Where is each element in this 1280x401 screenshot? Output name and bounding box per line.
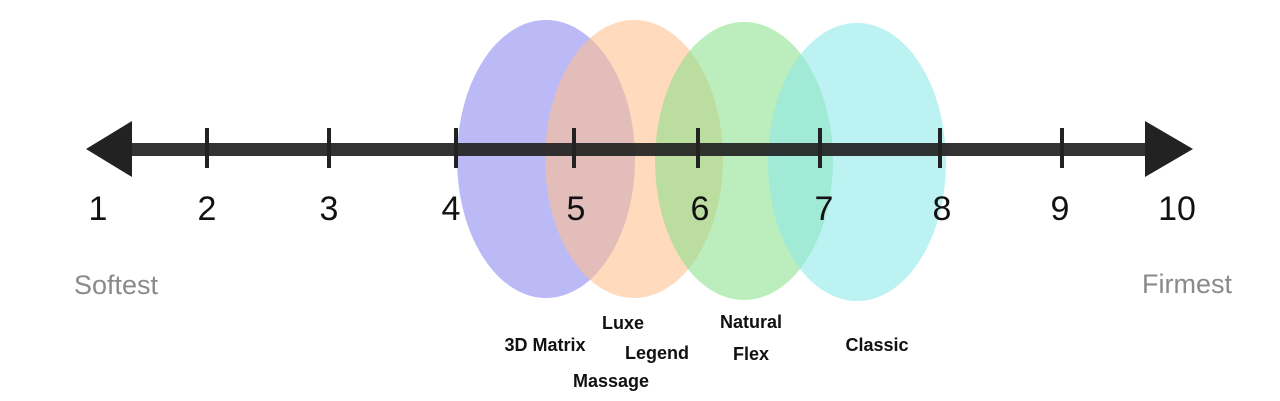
tick-label: 7 bbox=[815, 190, 834, 228]
tick-marks bbox=[205, 128, 1064, 168]
tick-mark bbox=[938, 128, 942, 168]
right-arrow-icon bbox=[1145, 121, 1193, 177]
tick-mark bbox=[1060, 128, 1064, 168]
product-label-natural: Natural bbox=[720, 312, 782, 332]
softest-label: Softest bbox=[74, 270, 159, 300]
tick-label: 10 bbox=[1158, 190, 1196, 228]
tick-mark bbox=[205, 128, 209, 168]
tick-label: 6 bbox=[691, 190, 710, 228]
tick-mark bbox=[572, 128, 576, 168]
tick-mark bbox=[327, 128, 331, 168]
product-label-3d-matrix: 3D Matrix bbox=[504, 335, 585, 355]
product-label-massage: Massage bbox=[573, 371, 649, 391]
number-line bbox=[86, 121, 1193, 177]
tick-mark bbox=[454, 128, 458, 168]
oval-classic bbox=[768, 23, 946, 301]
product-label-legend: Legend bbox=[625, 343, 689, 363]
firmest-label: Firmest bbox=[1142, 269, 1232, 299]
left-arrow-icon bbox=[86, 121, 132, 177]
tick-label: 8 bbox=[933, 190, 952, 228]
tick-label: 2 bbox=[198, 190, 217, 228]
product-label-luxe: Luxe bbox=[602, 313, 644, 333]
tick-label: 5 bbox=[567, 190, 586, 228]
tick-label: 9 bbox=[1051, 190, 1070, 228]
product-label-flex: Flex bbox=[733, 344, 769, 364]
product-labels: 3D Matrix Luxe Legend Massage Natural Fl… bbox=[504, 312, 908, 391]
tick-label: 4 bbox=[442, 190, 461, 228]
tick-mark bbox=[818, 128, 822, 168]
tick-mark bbox=[696, 128, 700, 168]
product-label-classic: Classic bbox=[845, 335, 908, 355]
axis-line bbox=[120, 143, 1150, 156]
tick-label: 3 bbox=[320, 190, 339, 228]
tick-label: 1 bbox=[89, 190, 108, 228]
tick-labels: 1 2 3 4 5 6 7 8 9 10 bbox=[89, 190, 1196, 228]
